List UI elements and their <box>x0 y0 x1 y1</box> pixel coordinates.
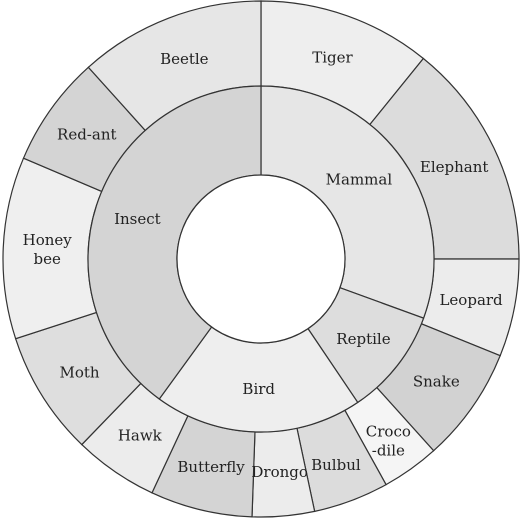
label-hawk: Hawk <box>118 426 163 444</box>
label-elephant: Elephant <box>420 158 489 176</box>
label-beetle: Beetle <box>160 50 209 68</box>
label-reptile: Reptile <box>336 330 390 348</box>
label-snake: Snake <box>413 373 460 391</box>
label-insect: Insect <box>114 210 161 228</box>
label-leopard: Leopard <box>439 291 503 309</box>
label-drongo: Drongo <box>251 463 308 481</box>
label-red-ant: Red-ant <box>57 126 116 144</box>
label-bulbul: Bulbul <box>311 456 361 474</box>
label-croco-dile: Croco-dile <box>366 422 411 459</box>
label-mammal: Mammal <box>326 171 393 189</box>
label-tiger: Tiger <box>312 48 353 66</box>
center-hole <box>176 174 346 344</box>
label-moth: Moth <box>59 363 99 381</box>
label-butterfly: Butterfly <box>177 458 245 476</box>
label-bird: Bird <box>242 380 275 398</box>
